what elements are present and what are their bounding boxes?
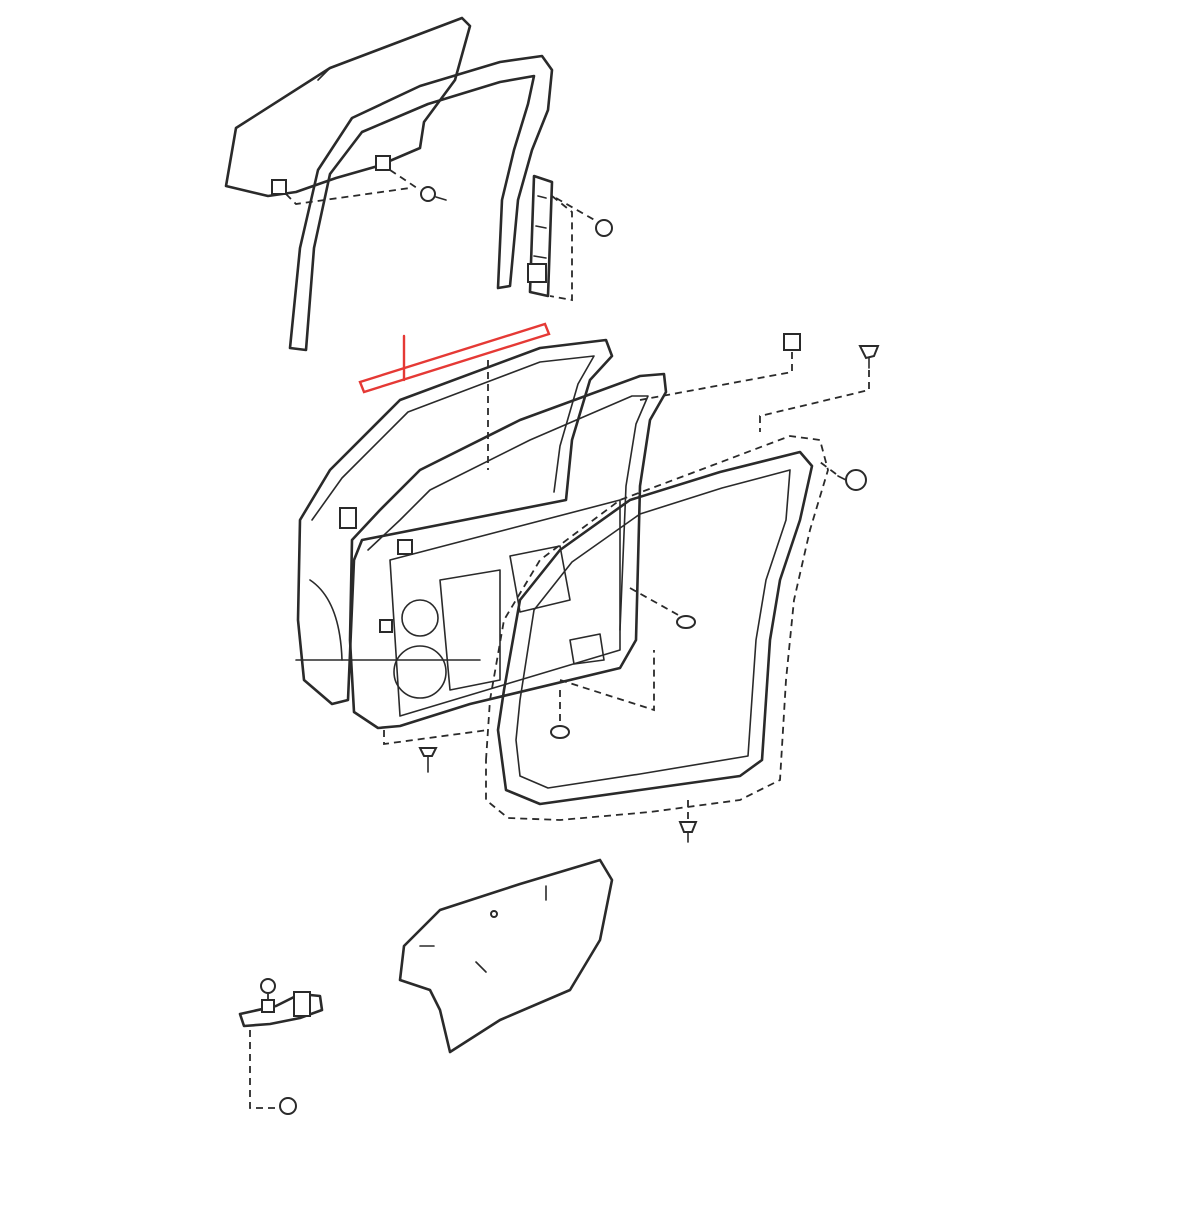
rear-lower-frame[interactable] <box>527 174 573 302</box>
service-hole-cover[interactable] <box>398 858 614 1054</box>
glass-run-channel[interactable] <box>288 54 554 352</box>
clip-top[interactable] <box>639 333 801 401</box>
door-bottom-clip[interactable] <box>678 800 698 843</box>
frame-nut[interactable] <box>555 197 613 237</box>
door-lower-bolt[interactable] <box>383 729 489 773</box>
door-outer-panel[interactable] <box>295 338 614 706</box>
clip-push-top-right[interactable] <box>759 345 880 432</box>
door-weatherstrip[interactable] <box>496 450 814 806</box>
door-check-bolt-top[interactable] <box>260 978 276 1000</box>
glass-bolt[interactable] <box>285 169 447 205</box>
door-lower-plug[interactable] <box>550 650 655 739</box>
clip-round-right[interactable] <box>819 461 867 491</box>
door-window-glass[interactable] <box>224 16 472 198</box>
door-check[interactable] <box>238 991 324 1028</box>
door-inner-panel[interactable] <box>348 372 668 730</box>
door-check-bolt-bottom[interactable] <box>249 1030 297 1115</box>
glass-bracket-right <box>375 155 391 171</box>
weatherstrip-dashed-outline <box>485 435 829 821</box>
glass-bracket-left <box>271 179 287 195</box>
door-panel-plug[interactable] <box>629 587 696 629</box>
door-belt-moulding[interactable] <box>358 322 551 394</box>
